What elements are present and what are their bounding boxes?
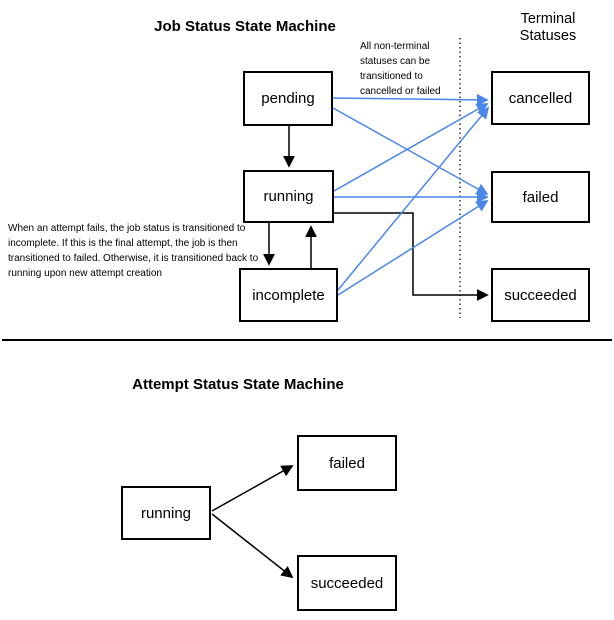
- state-label-running: running: [263, 188, 314, 205]
- state-label-incomplete: incomplete: [252, 286, 325, 304]
- state-box-incomplete: incomplete: [239, 268, 338, 322]
- state-label-cancelled: cancelled: [508, 89, 573, 107]
- job-machine-title: Job Status State Machine: [154, 18, 336, 35]
- attempt-machine-title: Attempt Status State Machine: [132, 376, 344, 393]
- incomplete-note: When an attempt fails, the job status is…: [8, 223, 259, 279]
- attempt-state-label-failed: failed: [329, 454, 365, 472]
- arrow-running-to-succeeded: [334, 212, 489, 301]
- arrow-attempt-running-to-succeeded: [211, 513, 294, 579]
- state-label-pending: pending: [261, 90, 315, 107]
- attempt-state-box-failed: failed: [297, 435, 397, 491]
- state-box-running: running: [243, 170, 334, 223]
- state-label-succeeded: succeeded: [504, 286, 577, 304]
- state-label-failed: failed: [522, 188, 559, 206]
- state-box-succeeded: succeeded: [491, 268, 590, 322]
- attempt-state-label-running: running: [140, 504, 192, 522]
- attempt-state-label-succeeded: succeeded: [310, 574, 384, 592]
- arrow-pending-to-failed: [332, 107, 489, 195]
- state-box-cancelled: cancelled: [491, 71, 590, 125]
- terminal-statuses-heading: Terminal Statuses: [519, 11, 577, 44]
- arrow-attempt-running-to-failed: [211, 465, 294, 512]
- arrow-pending-to-cancelled: [332, 93, 489, 106]
- state-box-failed: failed: [491, 171, 590, 223]
- attempt-state-box-running: running: [121, 486, 211, 540]
- arrow-running-to-cancelled: [333, 103, 489, 192]
- attempt-state-box-succeeded: succeeded: [297, 555, 397, 611]
- arrow-incomplete-to-cancelled: [337, 106, 490, 291]
- state-box-pending: pending: [243, 71, 333, 126]
- terminal-note: All non-terminal statuses can be transit…: [360, 41, 441, 97]
- arrow-incomplete-to-failed: [337, 200, 489, 296]
